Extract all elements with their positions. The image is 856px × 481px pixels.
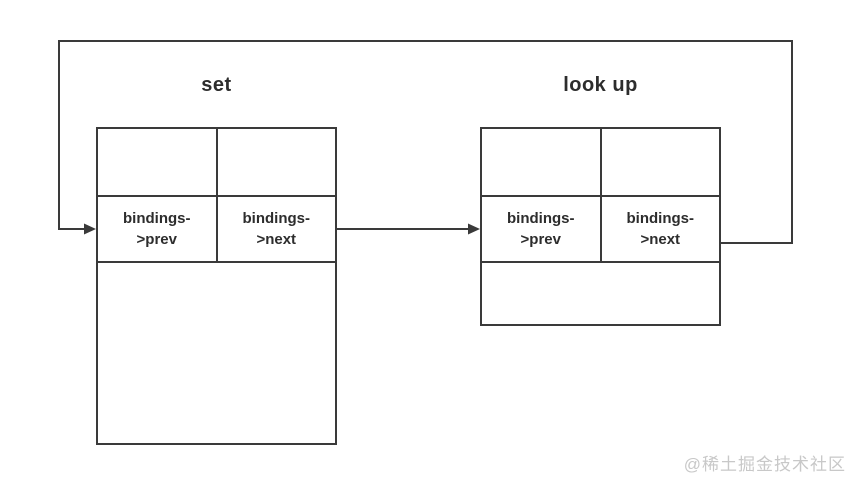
set-bottom-row [98, 263, 335, 443]
cell-label-line2: >prev [136, 231, 177, 248]
lookup-bindings-row: bindings- >prev bindings- >next [482, 197, 719, 263]
set-top-cell-left [98, 129, 218, 195]
set-node-title: set [201, 74, 232, 96]
watermark: @稀土掘金技术社区 [683, 455, 846, 474]
cell-label-line1: bindings- [242, 210, 311, 227]
cell-label-line2: >next [256, 231, 297, 248]
set-to-lookup-arrowhead-icon [468, 223, 480, 235]
lookup-node-title: look up [563, 74, 638, 96]
set-bindings-next-cell: bindings- >next [218, 197, 336, 261]
lookup-prev-label: bindings- >prev [507, 208, 575, 250]
set-top-row [98, 129, 335, 197]
cell-label-line2: >prev [520, 231, 561, 248]
loop-arrowhead-icon [84, 223, 96, 235]
lookup-top-cell-right [602, 129, 720, 195]
set-prev-label: bindings- >prev [123, 208, 191, 250]
lookup-top-cell-left [482, 129, 602, 195]
cell-label-line1: bindings- [626, 210, 695, 227]
set-next-label: bindings- >next [243, 208, 311, 250]
lookup-next-label: bindings- >next [627, 208, 695, 250]
cell-label-line1: bindings- [507, 210, 575, 227]
lookup-node-box: bindings- >prev bindings- >next [480, 127, 721, 326]
cell-label-line1: bindings- [123, 210, 191, 227]
lookup-bindings-next-cell: bindings- >next [602, 197, 720, 261]
lookup-bindings-prev-cell: bindings- >prev [482, 197, 602, 261]
lookup-top-row [482, 129, 719, 197]
cell-label-line2: >next [640, 231, 681, 248]
set-top-cell-right [218, 129, 336, 195]
set-node-box: bindings- >prev bindings- >next [96, 127, 337, 445]
set-bindings-prev-cell: bindings- >prev [98, 197, 218, 261]
set-bindings-row: bindings- >prev bindings- >next [98, 197, 335, 263]
lookup-bottom-row [482, 263, 719, 324]
